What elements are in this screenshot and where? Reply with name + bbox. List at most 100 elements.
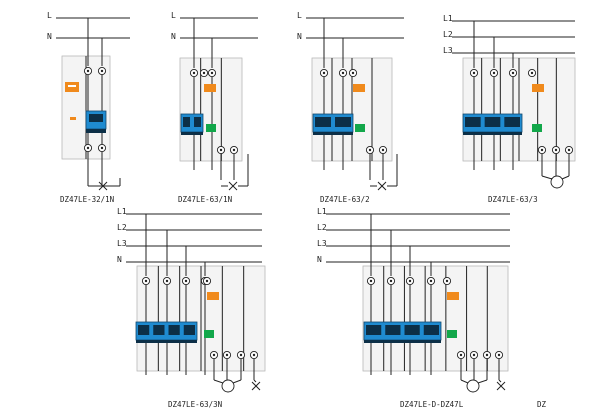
- terminal-screw-center: [368, 148, 372, 152]
- line-label-n: N: [47, 32, 52, 41]
- unit-dz47le-63-1n: L N DZ47LE-63/1N: [171, 11, 232, 204]
- switch-lever-icon: [423, 325, 439, 335]
- indicator-icon: [532, 124, 542, 132]
- line-label-l2: L2: [443, 30, 453, 39]
- terminal-screw-center: [322, 71, 326, 75]
- terminal-screw-center: [472, 71, 476, 75]
- switch-lever-icon: [404, 325, 420, 335]
- terminal-screw-center: [184, 279, 188, 283]
- switch-lever-icon: [364, 340, 441, 343]
- terminal-screw-center: [497, 353, 501, 357]
- terminal-screw-center: [351, 71, 355, 75]
- lamp-icon: [496, 381, 506, 391]
- indicator-icon: [355, 124, 365, 132]
- breaker-caption: DZ47LE-63/1N: [178, 195, 232, 204]
- line-label-l2: L2: [117, 223, 127, 232]
- line-label-l: L: [297, 11, 302, 20]
- switch-lever-icon: [463, 132, 522, 135]
- terminal-screw-center: [210, 71, 214, 75]
- switch-lever-icon: [136, 340, 197, 343]
- output-wire: [498, 379, 502, 383]
- unit-dz47le-63-2: L N DZ47LE-63/2: [297, 11, 370, 204]
- terminal-screw-center: [165, 279, 169, 283]
- line-label-l1: L1: [317, 207, 327, 216]
- terminal-screw-center: [192, 71, 196, 75]
- terminal-screw-center: [511, 71, 515, 75]
- terminal-screw-center: [567, 148, 571, 152]
- switch-lever-icon: [138, 325, 150, 335]
- terminal-screw-center: [341, 71, 345, 75]
- terminal-screw-center: [540, 148, 544, 152]
- switch-lever-icon: [366, 325, 382, 335]
- terminal-screw-center: [86, 69, 90, 73]
- switch-lever-icon: [181, 132, 203, 135]
- switch-lever-icon: [183, 325, 195, 335]
- switch-lever-icon: [504, 117, 520, 127]
- switch-lever-icon: [465, 117, 481, 127]
- terminal-screw-center: [408, 279, 412, 283]
- terminal-screw-center: [429, 279, 433, 283]
- test-button-icon: [447, 292, 459, 300]
- breaker-caption: DZ47LE-32/1N: [60, 195, 114, 204]
- lamp-icon: [98, 181, 108, 191]
- switch-lever-icon: [183, 117, 190, 127]
- switch-lever-icon: [315, 117, 331, 127]
- terminal-screw-center: [472, 353, 476, 357]
- lamp-icon: [251, 381, 261, 391]
- output-wire: [561, 175, 570, 180]
- line-label-l2: L2: [317, 223, 327, 232]
- terminal-screw-center: [144, 279, 148, 283]
- terminal-screw-center: [445, 279, 449, 283]
- test-button-icon: [353, 84, 365, 92]
- line-label-n: N: [297, 32, 302, 41]
- switch-lever-icon: [313, 132, 353, 135]
- indicator-icon: [70, 117, 76, 120]
- motor-icon: [466, 379, 480, 393]
- indicator-icon: [447, 330, 457, 338]
- test-button-icon: [68, 85, 76, 87]
- motor-icon: [550, 175, 564, 189]
- switch-lever-icon: [484, 117, 501, 127]
- switch-lever-icon: [335, 117, 351, 127]
- lamp-icon: [377, 181, 387, 191]
- terminal-screw-center: [492, 71, 496, 75]
- terminal-screw-center: [239, 353, 243, 357]
- motor-icon: [221, 379, 235, 393]
- terminal-screw-center: [205, 279, 209, 283]
- breaker-caption-suffix: DZ: [537, 400, 547, 409]
- line-label-l1: L1: [443, 14, 453, 23]
- terminal-screw-center: [232, 148, 236, 152]
- terminal-screw-center: [100, 69, 104, 73]
- line-label-n: N: [317, 255, 322, 264]
- terminal-screw-center: [459, 353, 463, 357]
- diagram-graphics: [56, 17, 576, 393]
- line-label-n: N: [171, 32, 176, 41]
- test-button-icon: [204, 84, 216, 92]
- output-wire: [253, 379, 257, 383]
- terminal-screw-center: [389, 279, 393, 283]
- switch-lever-icon: [86, 129, 106, 133]
- unit-dz47le-32-1n: L N DZ47LE-32/1N: [47, 11, 114, 204]
- output-wire: [477, 379, 488, 384]
- line-label-l1: L1: [117, 207, 127, 216]
- output-wire: [541, 175, 553, 180]
- terminal-screw-center: [381, 148, 385, 152]
- line-label-l: L: [47, 11, 52, 20]
- line-label-l3: L3: [317, 239, 327, 248]
- switch-lever-icon: [153, 325, 165, 335]
- terminal-screw-center: [212, 353, 216, 357]
- lamp-icon: [228, 181, 238, 191]
- switch-lever-icon: [385, 325, 401, 335]
- terminal-screw-center: [219, 148, 223, 152]
- breaker-caption: DZ47LE-63/3N: [168, 400, 222, 409]
- line-label-n: N: [117, 255, 122, 264]
- indicator-icon: [204, 330, 214, 338]
- breaker-caption: DZ47LE-63/2: [320, 195, 370, 204]
- indicator-icon: [206, 124, 216, 132]
- terminal-screw-center: [252, 353, 256, 357]
- line-label-l: L: [171, 11, 176, 20]
- breaker-caption: DZ47LE-D-DZ47L: [400, 400, 464, 409]
- output-wire: [213, 379, 224, 384]
- switch-lever-icon: [194, 117, 201, 127]
- terminal-screw-center: [530, 71, 534, 75]
